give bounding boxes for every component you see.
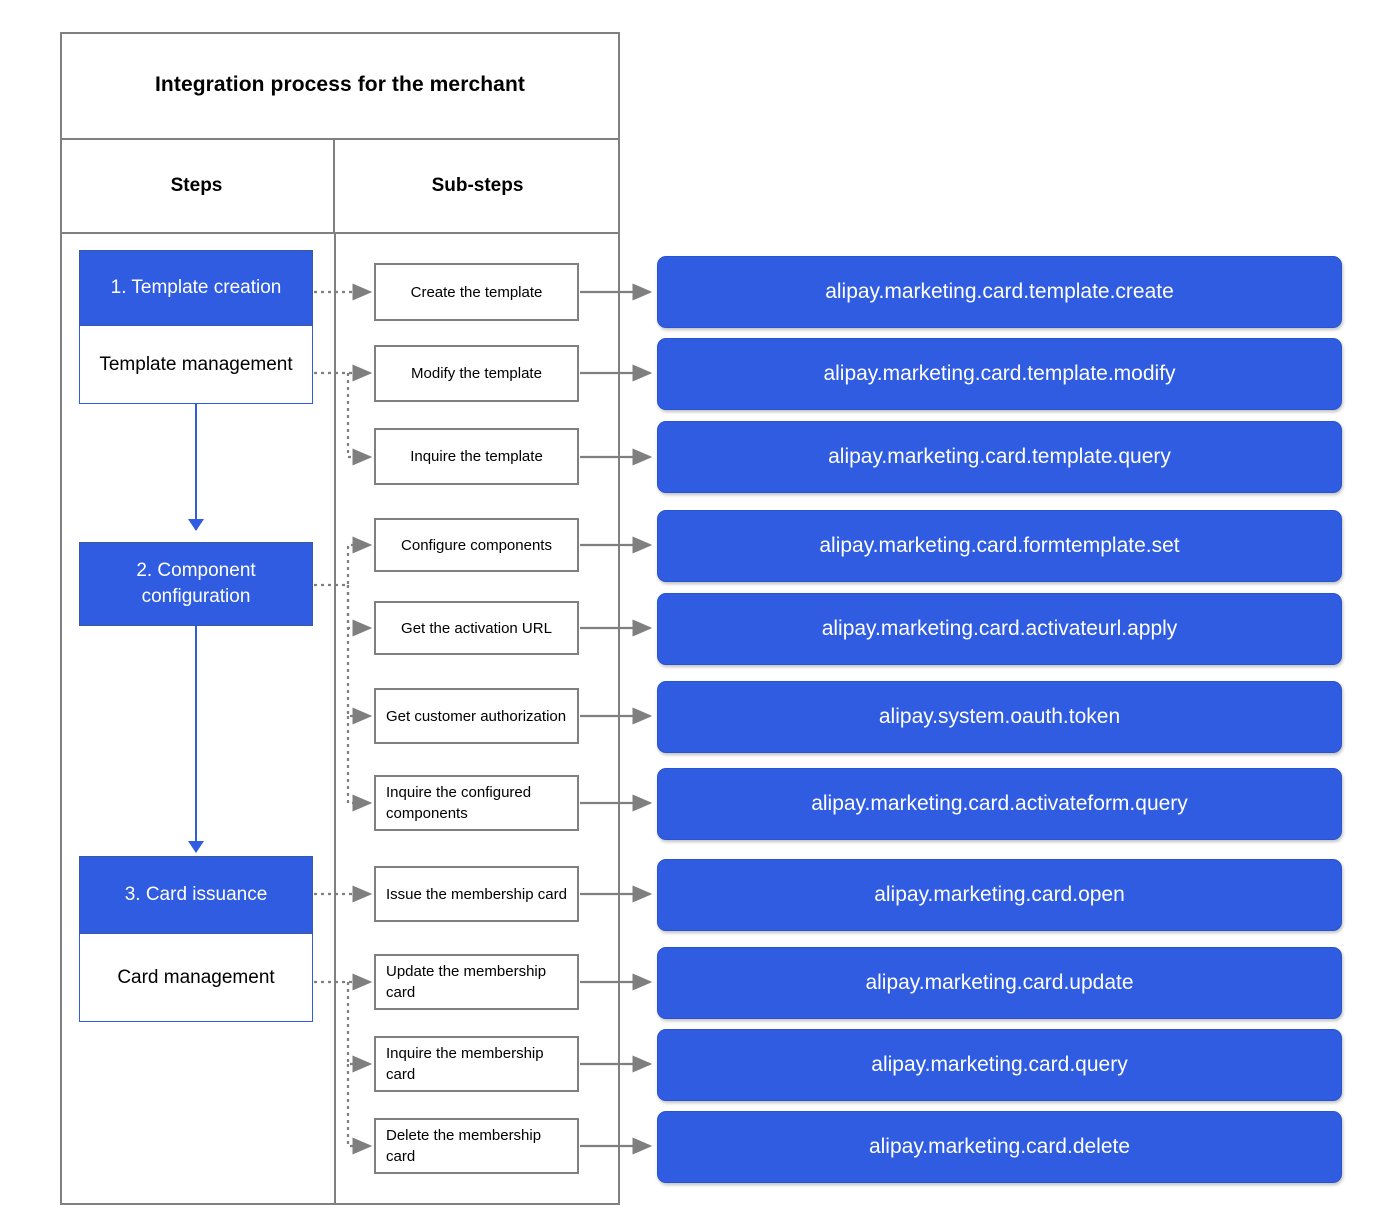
api-box-11[interactable]: alipay.marketing.card.delete — [657, 1111, 1342, 1183]
api-box-5[interactable]: alipay.marketing.card.activateurl.apply — [657, 593, 1342, 665]
table-header-row: Steps Sub-steps — [60, 140, 620, 234]
step-block-2: 2. Component configuration — [79, 542, 313, 626]
table-title-row: Integration process for the merchant — [60, 32, 620, 140]
column-divider — [334, 234, 336, 1205]
substep-box-10[interactable]: Inquire the membership card — [374, 1036, 579, 1092]
api-box-2[interactable]: alipay.marketing.card.template.modify — [657, 338, 1342, 410]
step-arrow-1-to-2 — [188, 404, 204, 531]
step-block-3: 3. Card issuance Card management — [79, 856, 313, 1022]
substep-box-5[interactable]: Get the activation URL — [374, 601, 579, 655]
column-header-steps-label: Steps — [170, 175, 223, 196]
substep-box-2[interactable]: Modify the template — [374, 345, 579, 402]
api-box-7[interactable]: alipay.marketing.card.activateform.query — [657, 768, 1342, 840]
substep-box-9[interactable]: Update the membership card — [374, 954, 579, 1010]
column-header-substeps-label: Sub-steps — [431, 175, 524, 196]
substep-box-11[interactable]: Delete the membership card — [374, 1118, 579, 1174]
substep-box-6[interactable]: Get customer authorization — [374, 688, 579, 744]
api-box-1[interactable]: alipay.marketing.card.template.create — [657, 256, 1342, 328]
column-header-steps: Steps — [60, 140, 335, 232]
page-title: Integration process for the merchant — [154, 73, 525, 96]
step-3-subtitle[interactable]: Card management — [79, 934, 313, 1022]
process-table-frame — [60, 32, 620, 1205]
step-2-header[interactable]: 2. Component configuration — [79, 542, 313, 626]
step-arrow-2-to-3 — [188, 626, 204, 853]
substep-box-8[interactable]: Issue the membership card — [374, 866, 579, 922]
api-box-6[interactable]: alipay.system.oauth.token — [657, 681, 1342, 753]
substep-box-7[interactable]: Inquire the configured components — [374, 775, 579, 831]
api-box-9[interactable]: alipay.marketing.card.update — [657, 947, 1342, 1019]
substep-box-3[interactable]: Inquire the template — [374, 428, 579, 485]
api-box-10[interactable]: alipay.marketing.card.query — [657, 1029, 1342, 1101]
step-1-subtitle[interactable]: Template management — [79, 326, 313, 404]
step-1-header[interactable]: 1. Template creation — [79, 250, 313, 326]
step-3-header[interactable]: 3. Card issuance — [79, 856, 313, 934]
api-box-8[interactable]: alipay.marketing.card.open — [657, 859, 1342, 931]
column-header-substeps: Sub-steps — [335, 140, 620, 232]
api-box-3[interactable]: alipay.marketing.card.template.query — [657, 421, 1342, 493]
substep-box-1[interactable]: Create the template — [374, 263, 579, 321]
substep-box-4[interactable]: Configure components — [374, 518, 579, 572]
api-box-4[interactable]: alipay.marketing.card.formtemplate.set — [657, 510, 1342, 582]
step-block-1: 1. Template creation Template management — [79, 250, 313, 404]
